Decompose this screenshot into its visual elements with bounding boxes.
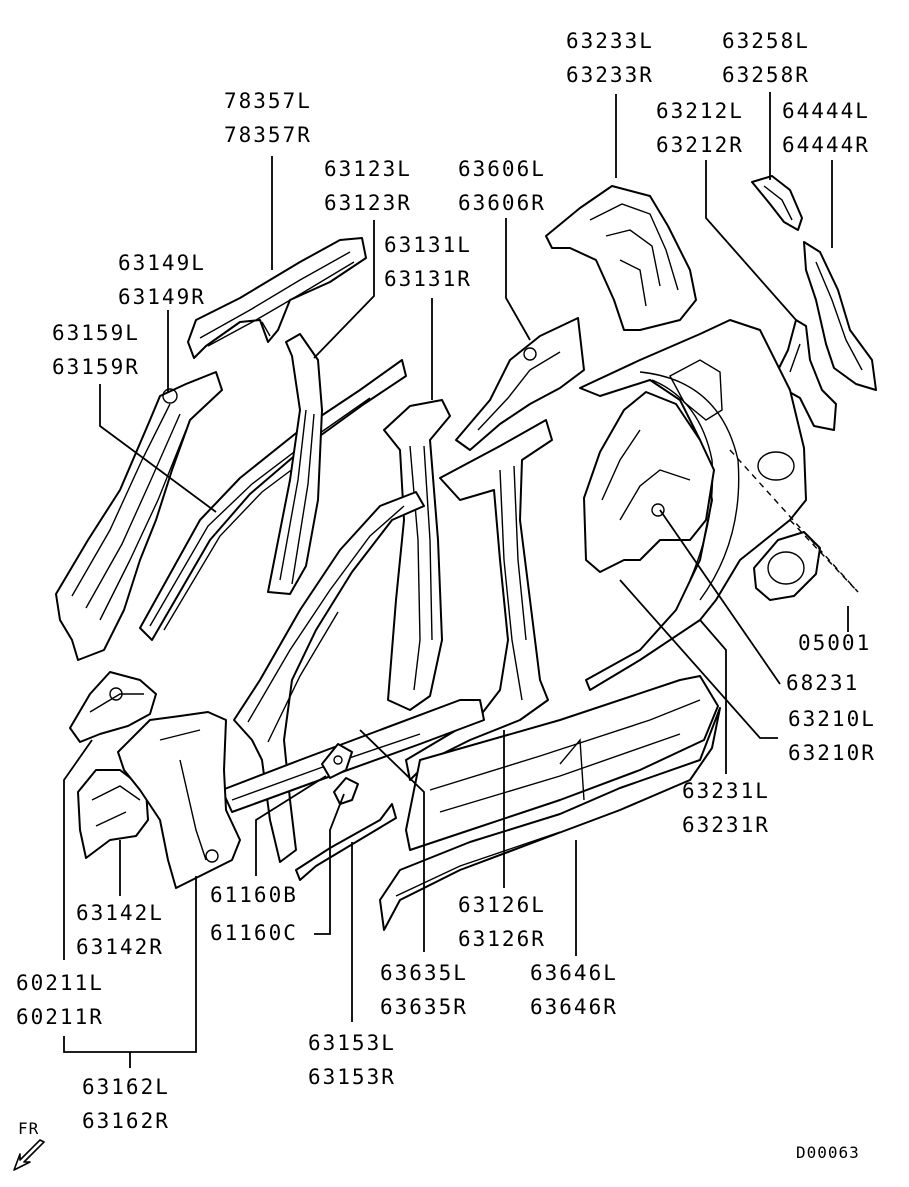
label-63123-r: 63123R (324, 191, 412, 215)
part-63123-center-pillar-inner (267, 333, 323, 595)
part-63126-center-pillar-outer (405, 419, 553, 781)
label-63258-r: 63258R (722, 63, 810, 87)
label-78357-l: 78357L (224, 89, 312, 113)
label-64444-r: 64444R (782, 133, 870, 157)
label-63162-r: 63162R (82, 1109, 170, 1133)
label-63212-r: 63212R (656, 133, 744, 157)
part-label-63258: 63258L 63258R (722, 29, 810, 87)
part-63142-pillar-inner-lower (77, 769, 149, 859)
part-label-63646: 63646L 63646R (530, 961, 618, 1019)
part-label-63149: 63149L 63149R (118, 251, 206, 309)
label-63131-l: 63131L (384, 233, 472, 257)
label-63231-r: 63231R (682, 813, 770, 837)
part-label-78357: 78357L 78357R (224, 89, 312, 147)
part-63149-front-pillar (55, 371, 223, 661)
label-63258-l: 63258L (722, 29, 810, 53)
direction-label: FR (18, 1119, 39, 1138)
part-63212-gutter (775, 319, 837, 431)
part-label-63131: 63131L 63131R (384, 233, 472, 291)
front-direction-indicator: FR (13, 1119, 45, 1171)
part-label-68231: 68231 (786, 671, 859, 695)
part-label-63212: 63212L 63212R (656, 99, 744, 157)
part-60211-pillar-reinforcement (69, 671, 157, 743)
label-63210-l: 63210L (788, 707, 876, 731)
part-63646-sill-extension (379, 707, 721, 931)
label-61160b: 61160B (210, 883, 298, 907)
part-63233-rear-pillar-inner (545, 185, 697, 331)
label-63231-l: 63231L (682, 779, 770, 803)
part-63131-b-pillar-inner (383, 399, 451, 711)
label-63606-r: 63606R (458, 191, 546, 215)
label-63159-l: 63159L (52, 321, 140, 345)
label-63149-l: 63149L (118, 251, 206, 275)
part-61160b-bracket (321, 743, 353, 779)
part-63210-wheel-house (583, 391, 715, 573)
figure-id: D00063 (796, 1143, 860, 1162)
part-label-60211: 60211L 60211R (16, 971, 104, 1029)
part-label-63162: 63162L 63162R (82, 1075, 170, 1133)
label-60211-l: 60211L (16, 971, 104, 995)
label-63149-r: 63149R (118, 285, 206, 309)
part-label-63142: 63142L 63142R (76, 901, 164, 959)
label-63606-l: 63606L (458, 157, 546, 181)
part-label-63606: 63606L 63606R (458, 157, 546, 215)
part-63258-bracket (751, 175, 803, 231)
label-63635-l: 63635L (380, 961, 468, 985)
part-label-63210: 63210L 63210R (788, 707, 876, 765)
label-63153-l: 63153L (308, 1031, 396, 1055)
label-63635-r: 63635R (380, 995, 468, 1019)
part-label-61160c: 61160C (210, 921, 298, 945)
part-63606-quarter-inner-upper (455, 317, 585, 451)
part-label-63159: 63159L 63159R (52, 321, 140, 379)
front-arrow-icon (13, 1139, 45, 1171)
label-63142-r: 63142R (76, 935, 164, 959)
part-label-63153: 63153L 63153R (308, 1031, 396, 1089)
part-63159-roof-side-rail (139, 359, 407, 641)
label-78357-r: 78357R (224, 123, 312, 147)
label-63142-l: 63142L (76, 901, 164, 925)
part-label-61160b: 61160B (210, 883, 298, 907)
label-63159-r: 63159R (52, 355, 140, 379)
label-05001: 05001 (798, 631, 871, 655)
part-05001-fuel-lid (753, 531, 821, 601)
part-label-63233: 63233L 63233R (566, 29, 654, 87)
label-63131-r: 63131R (384, 267, 472, 291)
label-63233-l: 63233L (566, 29, 654, 53)
label-63162-l: 63162L (82, 1075, 170, 1099)
label-63123-l: 63123L (324, 157, 412, 181)
part-64444-rear-extension (803, 241, 877, 391)
part-label-63231: 63231L 63231R (682, 779, 770, 837)
part-78357-roof-rail (187, 237, 367, 359)
part-63646-side-sill (405, 675, 719, 851)
part-label-64444: 64444L 64444R (782, 99, 870, 157)
label-63210-r: 63210R (788, 741, 876, 765)
part-63162-pillar-outer-lower (117, 711, 241, 889)
part-61160c-bracket (333, 777, 359, 805)
label-63153-r: 63153R (308, 1065, 396, 1089)
label-61160c: 61160C (210, 921, 298, 945)
part-label-05001: 05001 (798, 631, 871, 655)
label-63233-r: 63233R (566, 63, 654, 87)
label-63126-l: 63126L (458, 893, 546, 917)
dashed-guide (729, 449, 859, 593)
leader-lines (63, 92, 849, 1068)
part-label-63126: 63126L 63126R (458, 893, 546, 951)
part-label-63635: 63635L 63635R (380, 961, 468, 1019)
part-label-63123: 63123L 63123R (324, 157, 412, 215)
label-63646-r: 63646R (530, 995, 618, 1019)
label-60211-r: 60211R (16, 1005, 104, 1029)
label-64444-l: 64444L (782, 99, 870, 123)
part-63153-sill-small (295, 803, 397, 881)
label-68231: 68231 (786, 671, 859, 695)
label-63212-l: 63212L (656, 99, 744, 123)
label-63126-r: 63126R (458, 927, 546, 951)
label-63646-l: 63646L (530, 961, 618, 985)
